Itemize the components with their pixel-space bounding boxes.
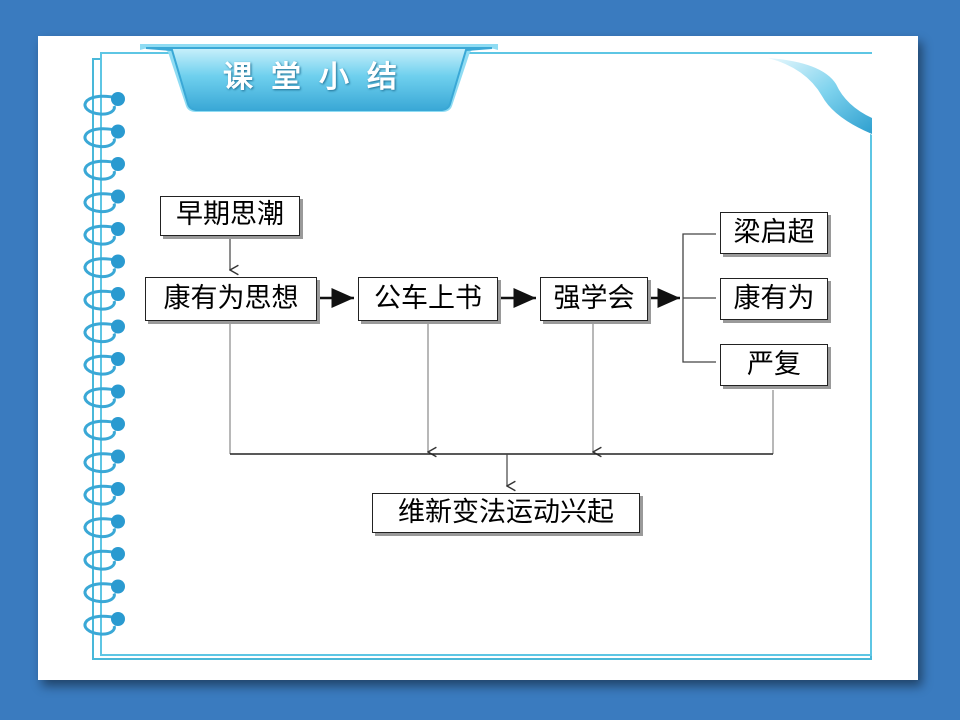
spiral-ring <box>83 289 119 311</box>
node-kang-youwei: 康有为 <box>720 278 828 320</box>
binding-hole <box>111 352 125 366</box>
node-qiangxuehui: 强学会 <box>540 277 648 321</box>
node-gongche-shangshu: 公车上书 <box>358 277 498 321</box>
page-curl-corner <box>762 54 874 136</box>
binding-hole <box>111 514 125 529</box>
spiral-ring <box>83 159 119 181</box>
spiral-binding <box>83 92 125 636</box>
binding-hole <box>111 449 125 464</box>
spiral-ring <box>83 484 119 506</box>
binding-hole <box>111 92 125 106</box>
node-kang-youwei-thought: 康有为思想 <box>145 277 317 321</box>
binding-hole <box>111 612 125 626</box>
binding-hole <box>111 189 125 204</box>
spiral-ring <box>83 582 119 604</box>
spiral-ring <box>83 94 119 116</box>
binding-hole <box>111 124 125 139</box>
spiral-ring <box>83 387 119 409</box>
spiral-ring <box>83 192 119 214</box>
binding-hole <box>111 222 125 236</box>
binding-hole <box>111 319 125 334</box>
binding-hole <box>111 157 125 171</box>
spiral-ring <box>83 354 119 376</box>
binding-hole <box>111 417 125 431</box>
spiral-ring <box>83 614 119 636</box>
node-liang-qichao: 梁启超 <box>720 212 828 254</box>
node-yan-fu: 严复 <box>720 344 828 386</box>
spiral-ring <box>83 224 119 246</box>
title-tab <box>140 44 498 112</box>
node-early-thought: 早期思潮 <box>160 196 300 236</box>
spiral-ring <box>83 452 119 474</box>
binding-hole <box>111 287 125 301</box>
spiral-ring <box>83 419 119 441</box>
node-reform-movement: 维新变法运动兴起 <box>372 493 640 533</box>
spiral-ring <box>83 517 119 539</box>
page-title: 课堂小结 <box>223 60 415 95</box>
spiral-ring <box>83 549 119 571</box>
binding-hole <box>111 482 125 496</box>
spiral-ring <box>83 127 119 149</box>
binding-hole <box>111 384 125 399</box>
spiral-ring <box>83 257 119 279</box>
binding-hole <box>111 547 125 561</box>
binding-hole <box>111 254 125 269</box>
binding-hole <box>111 579 125 594</box>
spiral-ring <box>83 322 119 344</box>
bracket-people <box>682 233 716 363</box>
